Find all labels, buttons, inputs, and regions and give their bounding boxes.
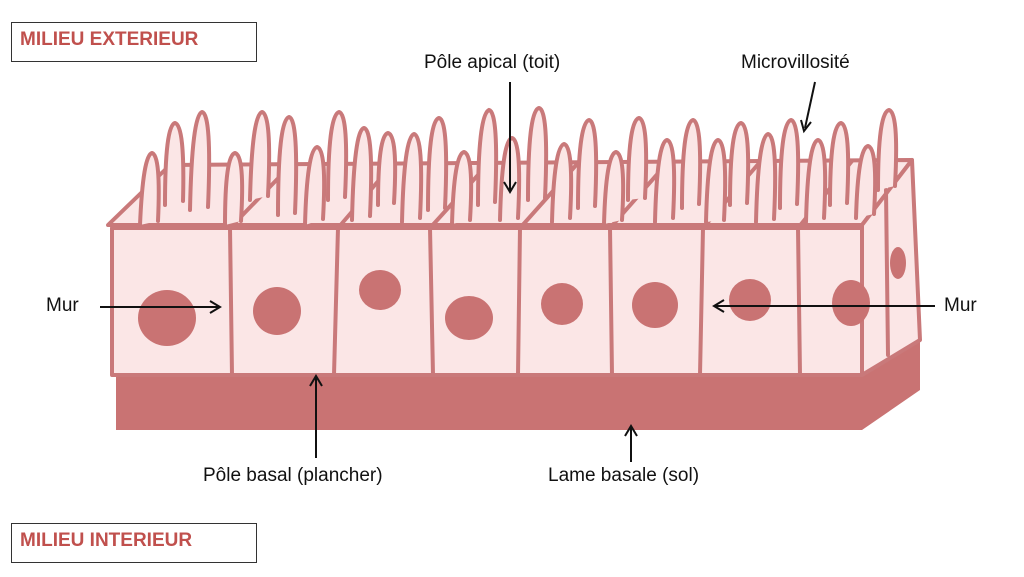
label-microvilli: Microvillosité bbox=[741, 52, 850, 73]
arrow-microvilli bbox=[804, 81, 816, 129]
arrows bbox=[100, 81, 935, 462]
label-wall-right: Mur bbox=[944, 295, 977, 316]
milieu-exterieur-label: MILIEU EXTERIEUR bbox=[11, 22, 257, 62]
label-apical-pole: Pôle apical (toit) bbox=[424, 52, 561, 73]
label-wall-left: Mur bbox=[46, 295, 79, 316]
nuclei bbox=[138, 247, 906, 346]
milieu-interieur-label: MILIEU INTERIEUR bbox=[11, 523, 257, 563]
label-basal-pole: Pôle basal (plancher) bbox=[203, 465, 383, 486]
label-basal-lamina: Lame basale (sol) bbox=[548, 465, 700, 486]
microvilli bbox=[138, 105, 899, 227]
